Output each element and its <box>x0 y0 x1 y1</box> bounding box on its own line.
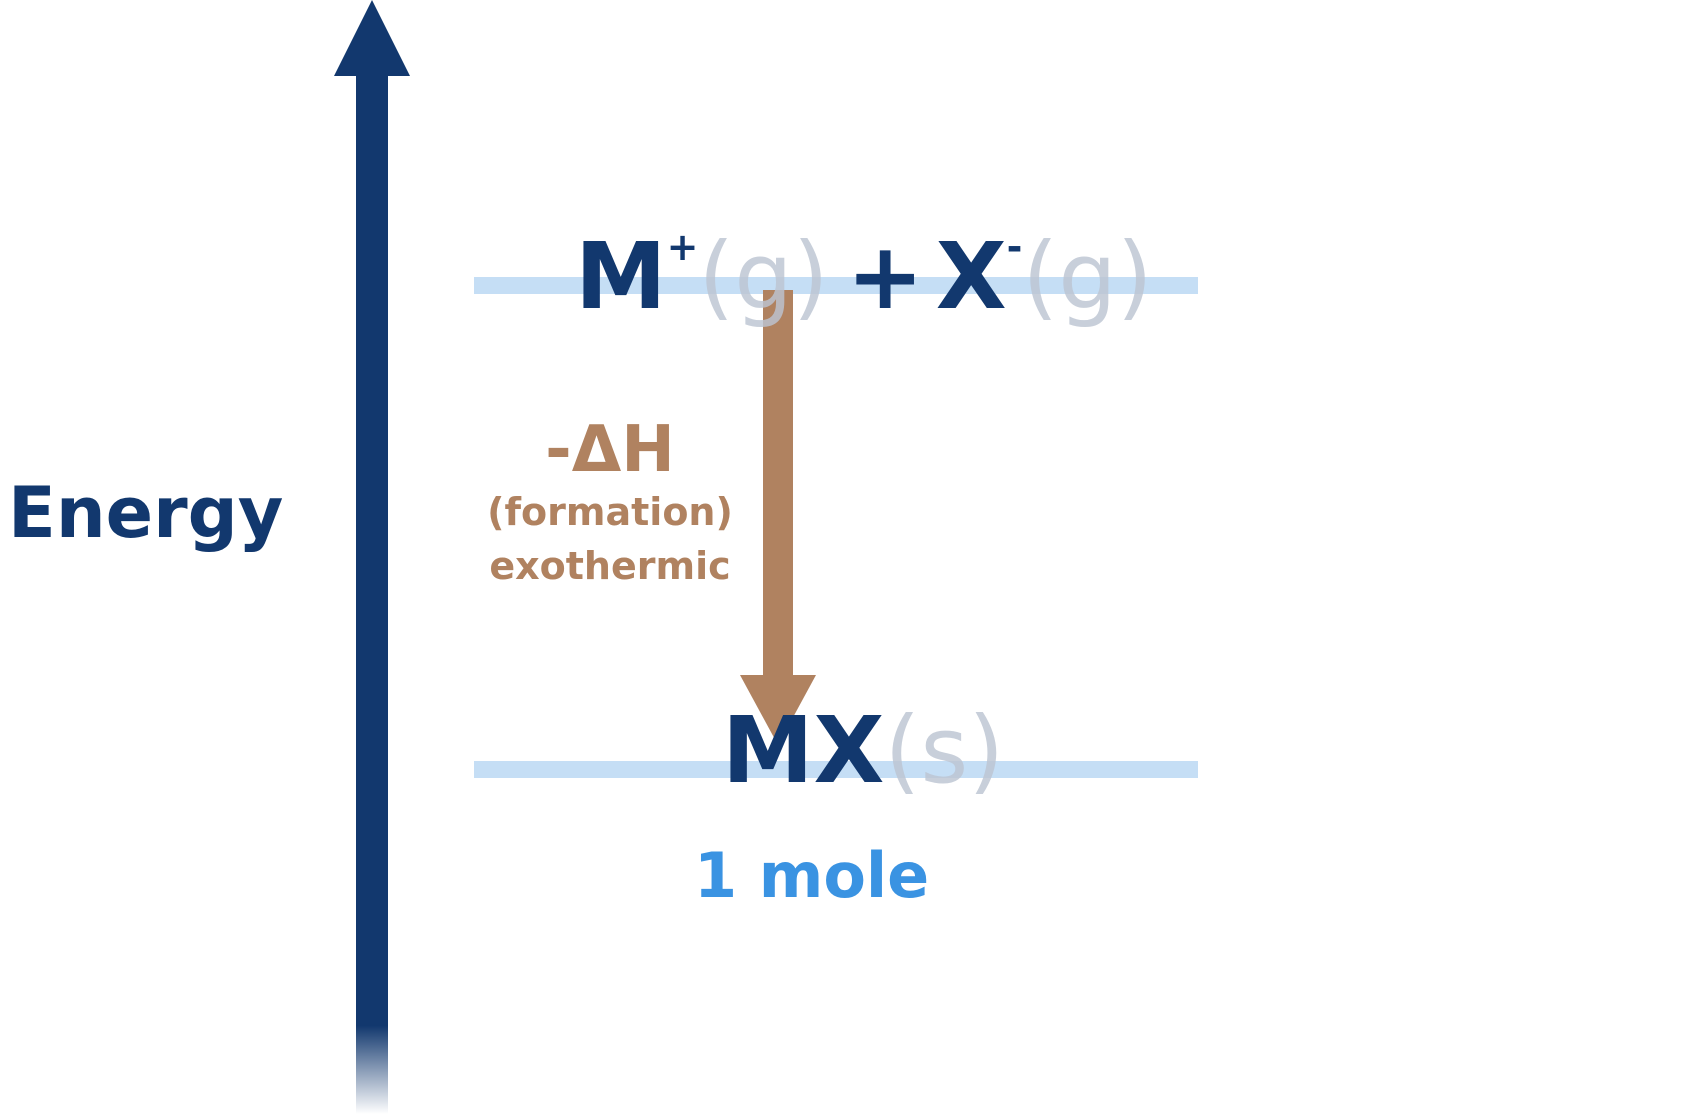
upper-energy-level-line <box>474 277 1198 294</box>
cation-charge: + <box>666 225 699 269</box>
enthalpy-symbol: -ΔH <box>545 413 675 487</box>
cation-state: (g) <box>698 223 829 330</box>
enthalpy-change-label: -ΔH (formation) exothermic <box>470 415 750 593</box>
enthalpy-process-type: exothermic <box>489 544 731 588</box>
anion-state: (g) <box>1022 223 1153 330</box>
energy-axis-arrow <box>334 0 410 1114</box>
plus-sign: + <box>846 223 924 330</box>
anion-charge: - <box>1006 225 1023 269</box>
anion-symbol: X <box>935 223 1007 330</box>
energy-axis-arrowhead <box>334 0 410 76</box>
enthalpy-process-name: (formation) <box>487 490 733 534</box>
ionic-solid-formula: MX(s) <box>722 705 1004 797</box>
solid-symbol: MX <box>722 697 885 804</box>
enthalpy-change-arrow <box>740 290 816 740</box>
amount-label: 1 mole <box>694 839 930 912</box>
lower-energy-level-line <box>474 761 1198 778</box>
enthalpy-arrow-shaft <box>763 290 793 680</box>
energy-axis-label: Energy <box>8 472 284 554</box>
gaseous-ions-formula: M+(g)+X-(g) <box>575 228 1153 323</box>
enthalpy-arrow-head <box>740 675 816 740</box>
cation-symbol: M <box>575 223 667 330</box>
energy-axis-shaft <box>356 74 388 1114</box>
solid-state: (s) <box>884 697 1005 804</box>
